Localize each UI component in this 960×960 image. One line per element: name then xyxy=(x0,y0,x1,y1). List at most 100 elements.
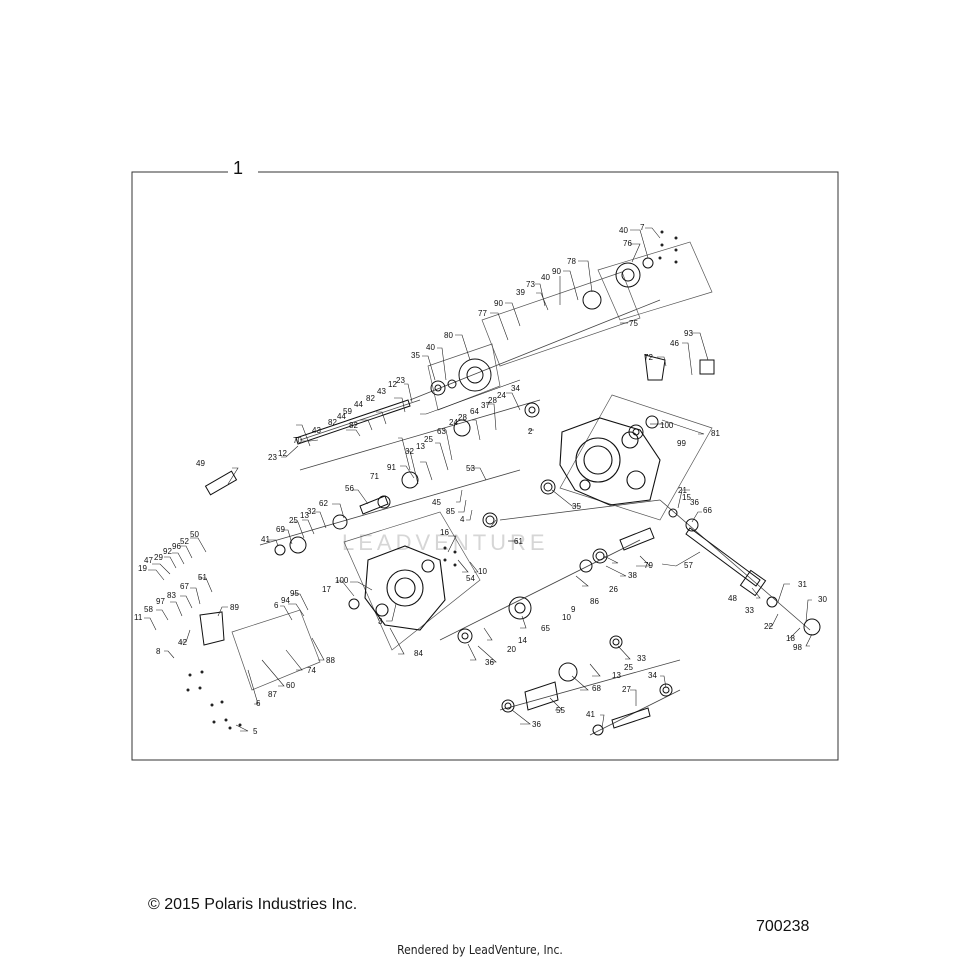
callout-67: 67 xyxy=(180,582,189,591)
callout-27: 27 xyxy=(622,685,631,694)
callout-40: 40 xyxy=(619,226,628,235)
callout-83: 83 xyxy=(167,591,176,600)
gear-80 xyxy=(458,358,492,392)
callout-59: 59 xyxy=(343,407,352,416)
callout-9: 9 xyxy=(571,605,576,614)
callout-53: 53 xyxy=(466,464,475,473)
callout-41: 41 xyxy=(261,535,270,544)
callout-15: 15 xyxy=(682,493,691,502)
callout-76: 76 xyxy=(623,239,632,248)
callout-73: 73 xyxy=(526,280,535,289)
callout-99: 99 xyxy=(677,439,686,448)
callout-79: 79 xyxy=(644,561,653,570)
callout-93: 93 xyxy=(684,329,693,338)
assembly-frame xyxy=(131,171,839,761)
callout-46: 46 xyxy=(670,339,679,348)
callout-90: 90 xyxy=(552,267,561,276)
fasteners xyxy=(186,230,678,730)
callout-44: 44 xyxy=(337,412,346,421)
callout-48: 48 xyxy=(728,594,737,603)
callout-98: 98 xyxy=(793,643,802,652)
callout-14: 14 xyxy=(518,636,527,645)
gear-76 xyxy=(615,262,641,288)
callout-18: 18 xyxy=(786,634,795,643)
callout-labels: 7 40 76 78 90 40 73 39 90 77 75 80 40 35… xyxy=(134,223,827,736)
callout-28: 28 xyxy=(488,396,497,405)
callout-6: 6 xyxy=(274,601,279,610)
callout-71: 71 xyxy=(370,472,379,481)
callout-61: 61 xyxy=(514,537,523,546)
callout-62: 62 xyxy=(319,499,328,508)
callout-40: 40 xyxy=(426,343,435,352)
callout-16: 16 xyxy=(440,528,449,537)
callout-25: 25 xyxy=(424,435,433,444)
callout-28: 28 xyxy=(458,413,467,422)
callout-100: 100 xyxy=(335,576,349,585)
callout-94: 94 xyxy=(281,596,290,605)
callout-74: 74 xyxy=(307,666,316,675)
callout-31: 31 xyxy=(798,580,807,589)
callout-58: 58 xyxy=(144,605,153,614)
shafts xyxy=(199,354,767,729)
callout-97: 97 xyxy=(156,597,165,606)
callout-82: 82 xyxy=(349,421,358,430)
callout-100: 100 xyxy=(660,421,674,430)
callout-33: 33 xyxy=(637,654,646,663)
callout-32: 32 xyxy=(405,447,414,456)
callout-40: 40 xyxy=(541,273,550,282)
callout-47: 47 xyxy=(144,556,153,565)
callout-95: 95 xyxy=(290,589,299,598)
assembly-number: 1 xyxy=(233,158,244,178)
callout-91: 91 xyxy=(387,463,396,472)
callout-22: 22 xyxy=(764,622,773,631)
diagram-number: 700238 xyxy=(756,918,810,935)
callout-43: 43 xyxy=(312,426,321,435)
front-case-housing xyxy=(364,545,446,631)
callout-34: 34 xyxy=(511,384,520,393)
callout-45: 45 xyxy=(432,498,441,507)
callout-25: 25 xyxy=(624,663,633,672)
callout-85: 85 xyxy=(446,507,455,516)
callout-42: 42 xyxy=(178,638,187,647)
callout-10: 10 xyxy=(478,567,487,576)
callout-50: 50 xyxy=(190,530,199,539)
callout-87: 87 xyxy=(268,690,277,699)
gear-69 xyxy=(289,536,307,554)
gears xyxy=(289,262,641,682)
callout-64: 64 xyxy=(470,407,479,416)
callout-80: 80 xyxy=(444,331,453,340)
callout-90: 90 xyxy=(494,299,503,308)
callout-84: 84 xyxy=(414,649,423,658)
callout-82: 82 xyxy=(328,418,337,427)
callout-6: 6 xyxy=(256,699,261,708)
callout-13: 13 xyxy=(300,511,309,520)
callout-34: 34 xyxy=(648,671,657,680)
callout-12: 12 xyxy=(278,449,287,458)
callout-43: 43 xyxy=(377,387,386,396)
callout-56: 56 xyxy=(345,484,354,493)
callout-17: 17 xyxy=(322,585,331,594)
callout-96: 96 xyxy=(172,542,181,551)
callout-24: 24 xyxy=(497,391,506,400)
callout-63: 63 xyxy=(437,427,446,436)
callout-8: 8 xyxy=(156,647,161,656)
callout-2: 2 xyxy=(528,427,533,436)
callout-75: 75 xyxy=(629,319,638,328)
shaft-lines xyxy=(259,299,811,736)
callout-88: 88 xyxy=(326,656,335,665)
callout-78: 78 xyxy=(567,257,576,266)
callout-44: 44 xyxy=(354,400,363,409)
callout-41: 41 xyxy=(586,710,595,719)
callout-12: 12 xyxy=(388,380,397,389)
callout-5: 5 xyxy=(253,727,258,736)
callout-36: 36 xyxy=(532,720,541,729)
callout-60: 60 xyxy=(286,681,295,690)
callout-66: 66 xyxy=(703,506,712,515)
callout-69: 69 xyxy=(276,525,285,534)
callout-68: 68 xyxy=(592,684,601,693)
callout-72: 72 xyxy=(644,353,653,362)
gear-65 xyxy=(508,596,532,620)
callout-86: 86 xyxy=(590,597,599,606)
callout-51: 51 xyxy=(198,573,207,582)
